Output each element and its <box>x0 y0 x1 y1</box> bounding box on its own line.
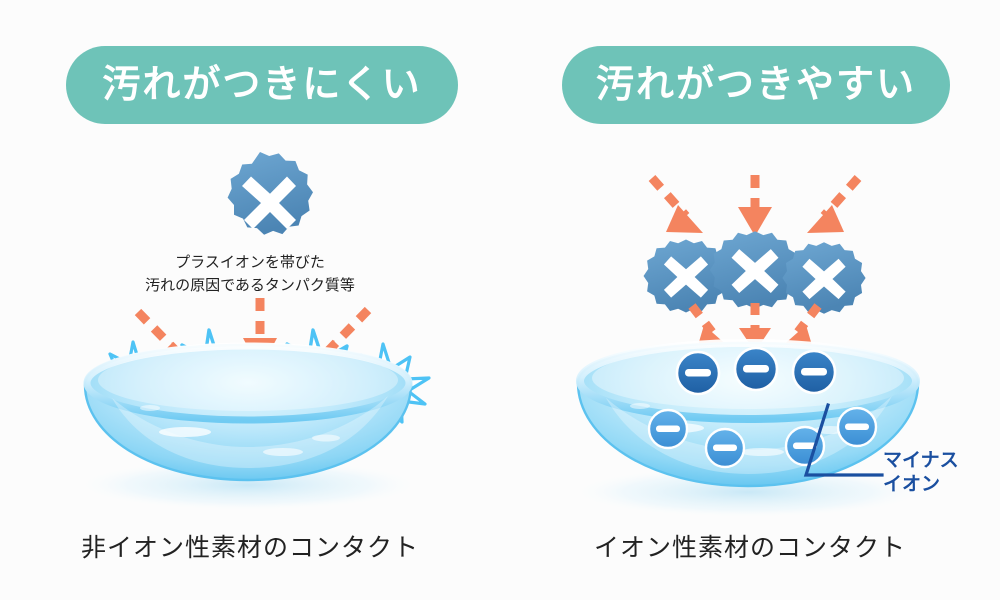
x-mark-badge-icon <box>227 152 313 235</box>
minus-charge-icon <box>784 425 826 467</box>
minus-charge-icon <box>647 408 689 450</box>
header-pill-right-label: 汚れがつきやすい <box>595 64 916 106</box>
minus-ion-annotation: マイナス イオン <box>883 450 959 495</box>
dashed-down-arrow-icon <box>648 174 703 233</box>
dashed-down-arrow-icon <box>738 175 772 236</box>
left-caption: プラスイオンを帯びた 汚れの原因であるタンパク質等 <box>145 254 355 294</box>
header-pill-left-label: 汚れがつきにくい <box>102 64 422 106</box>
minus-charge-icon <box>704 427 746 469</box>
x-mark-badge-icon <box>643 239 729 313</box>
lens-shadow <box>568 466 928 518</box>
lens-shadow <box>73 459 423 511</box>
header-pill-right: 汚れがつきやすい <box>562 46 950 124</box>
minus-charge-icon <box>836 406 878 448</box>
x-mark-badge-icon <box>782 242 866 314</box>
minus-charge-icon <box>675 350 721 396</box>
x-mark-badge-group <box>643 231 866 314</box>
bracket-leader-line <box>803 402 884 477</box>
minus-charge-icon <box>791 349 837 395</box>
dashed-down-arrow-group-upper <box>648 174 862 236</box>
header-pill-left: 汚れがつきにくい <box>66 46 458 124</box>
minus-charge-icon <box>733 346 779 392</box>
x-mark-badge-icon <box>709 231 801 309</box>
left-illustration <box>73 152 431 511</box>
dashed-down-arrow-icon <box>807 174 862 233</box>
right-bottom-label: イオン性素材のコンタクト <box>593 534 906 562</box>
rim-minus-charge-group <box>675 346 837 396</box>
left-bottom-label: 非イオン性素材のコンタクト <box>80 534 419 562</box>
right-illustration <box>568 174 928 518</box>
panel-non-ionic: 汚れがつきにくい <box>66 46 458 562</box>
panel-ionic: 汚れがつきやすい <box>500 0 1000 600</box>
inner-minus-charge-group <box>647 406 878 469</box>
contact-lens-icon <box>83 342 413 482</box>
